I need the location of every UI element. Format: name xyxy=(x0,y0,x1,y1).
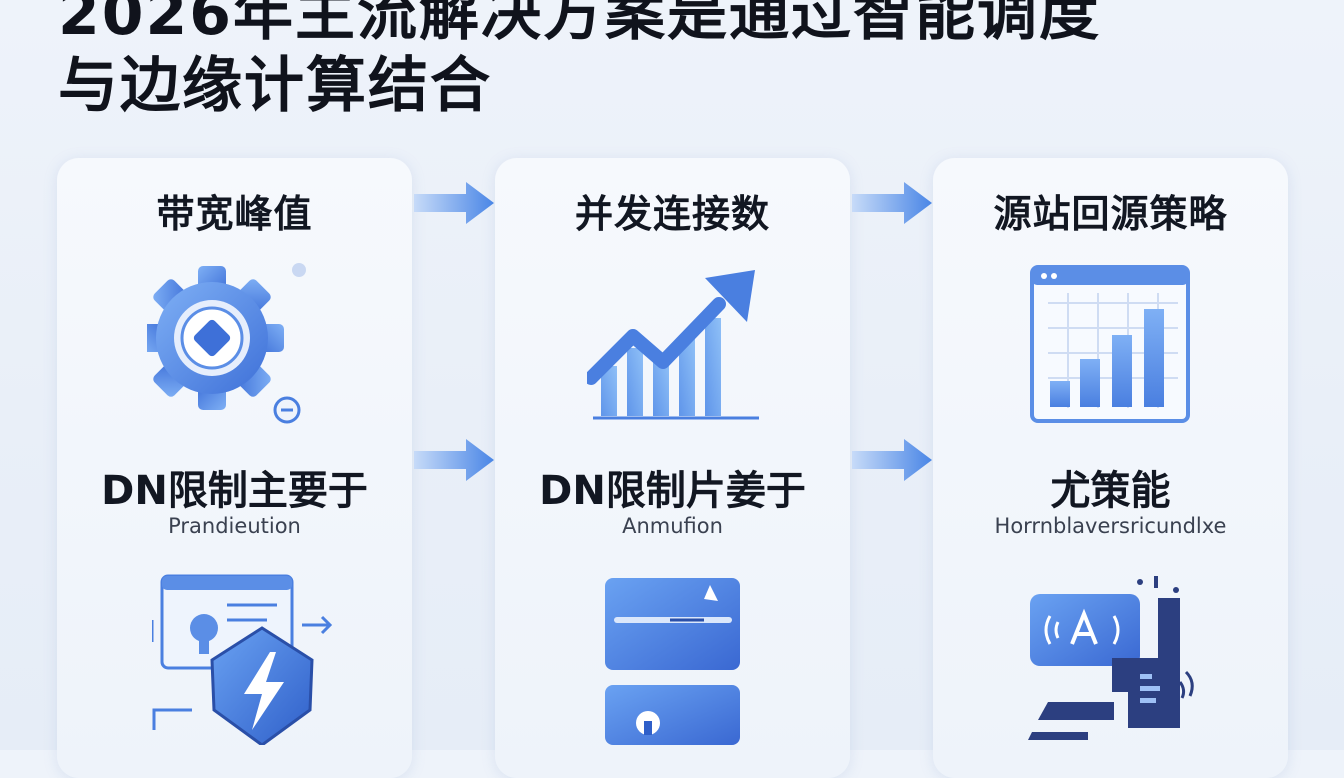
panel-heading: 并发连接数 xyxy=(574,192,770,236)
trend-up-chart-icon xyxy=(587,270,759,420)
panel-subheading: DN限制主要于 xyxy=(101,468,368,514)
ai-signal-icon xyxy=(1028,576,1194,740)
panel-caption: Prandieution xyxy=(168,514,301,538)
arrow-right-icon xyxy=(414,439,494,481)
panel-heading: 源站回源策略 xyxy=(993,192,1228,236)
panel-origin-fetch-strategy: 源站回源策略 尤策能 Horrnblaversricundlxe xyxy=(933,158,1288,778)
panel-subheading: 尤策能 xyxy=(1050,468,1171,514)
panel-concurrent-connections: 并发连接数 DN限制片姜于 Anmufion xyxy=(495,158,850,778)
lightning-shield-icon xyxy=(152,574,333,745)
panel-subheading: DN限制片姜于 xyxy=(539,468,806,514)
panel-caption: Horrnblaversricundlxe xyxy=(994,514,1227,538)
arrow-right-icon xyxy=(852,182,932,224)
arrow-right-icon xyxy=(414,182,494,224)
page-title-line-2: 与边缘计算结合 xyxy=(58,51,492,121)
page-title-line-1: 2026年主流解决方案是通过智能调度 xyxy=(58,0,1101,49)
panel-bandwidth-peak: 带宽峰值 DN限制主要于 Pra xyxy=(57,158,412,778)
bar-chart-window-icon xyxy=(1030,265,1190,423)
server-stack-icon xyxy=(605,578,740,745)
arrow-right-icon xyxy=(852,439,932,481)
gear-icon xyxy=(147,263,306,424)
panel-heading: 带宽峰值 xyxy=(156,192,313,236)
panel-caption: Anmufion xyxy=(622,514,723,538)
